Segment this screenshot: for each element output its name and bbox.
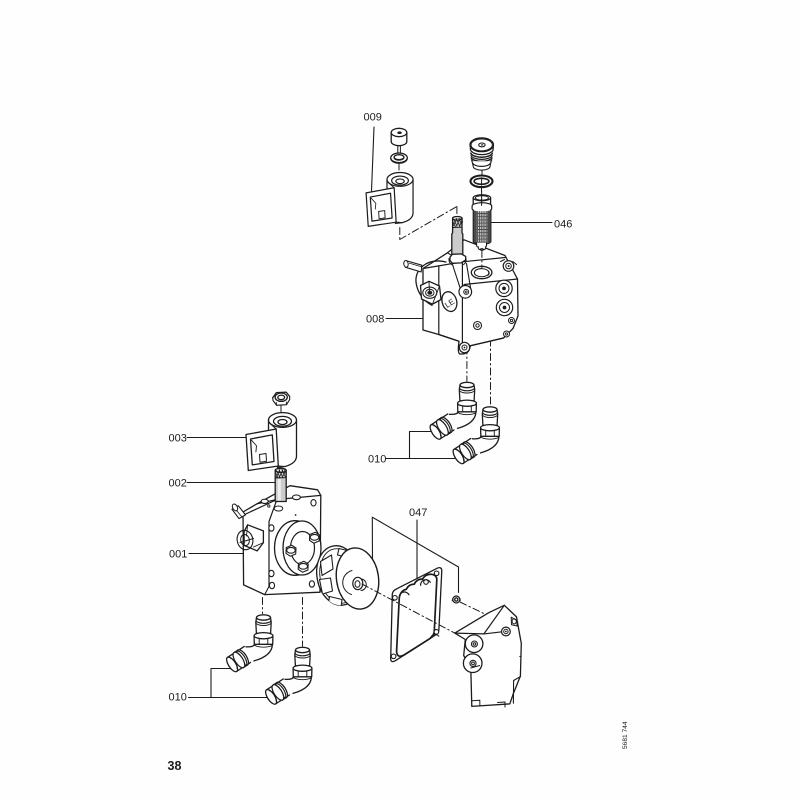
svg-text:002: 002 bbox=[169, 478, 187, 490]
svg-text:003: 003 bbox=[169, 433, 187, 445]
svg-text:38: 38 bbox=[168, 759, 182, 773]
svg-text:009: 009 bbox=[364, 112, 382, 124]
svg-text:5681 744: 5681 744 bbox=[622, 721, 629, 749]
svg-text:047: 047 bbox=[409, 507, 427, 519]
svg-text:LE: LE bbox=[443, 297, 456, 310]
svg-text:001: 001 bbox=[169, 549, 187, 561]
svg-text:008: 008 bbox=[366, 314, 384, 326]
svg-text:010: 010 bbox=[169, 692, 187, 704]
svg-text:010: 010 bbox=[368, 454, 386, 466]
svg-text:046: 046 bbox=[554, 219, 572, 231]
